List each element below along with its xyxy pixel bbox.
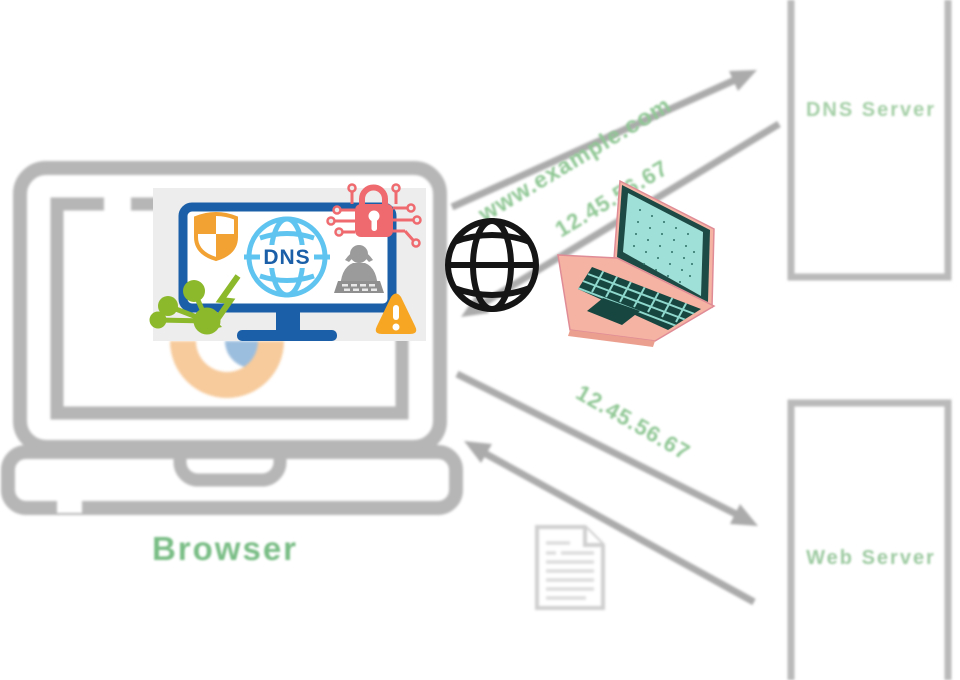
globe-icon <box>445 218 539 312</box>
dns-text: DNS <box>263 246 310 269</box>
lightning-bolt-icon <box>204 274 241 331</box>
arrow-browser-to-dns <box>450 70 757 211</box>
dns-server-label: DNS Server <box>805 99 937 121</box>
arrow-browser-to-web <box>455 370 758 526</box>
padlock-circuit-icon <box>326 183 422 248</box>
dns-security-illustration: DNS <box>149 183 426 341</box>
warning-triangle-icon <box>375 293 417 334</box>
browser-label: Browser <box>151 530 299 567</box>
hacker-icon <box>334 245 384 293</box>
client-laptop-illustration <box>557 179 716 347</box>
web-server-label: Web Server <box>806 547 936 569</box>
flow-arrows <box>450 70 781 606</box>
hidden-logo-arc <box>170 341 284 398</box>
arrow-web-to-browser <box>464 441 756 606</box>
dns-server-box <box>787 0 952 281</box>
web-server-box <box>787 399 952 680</box>
shield-icon <box>194 212 238 262</box>
document-icon <box>535 525 605 610</box>
dns-globe-icon: DNS <box>244 216 330 298</box>
